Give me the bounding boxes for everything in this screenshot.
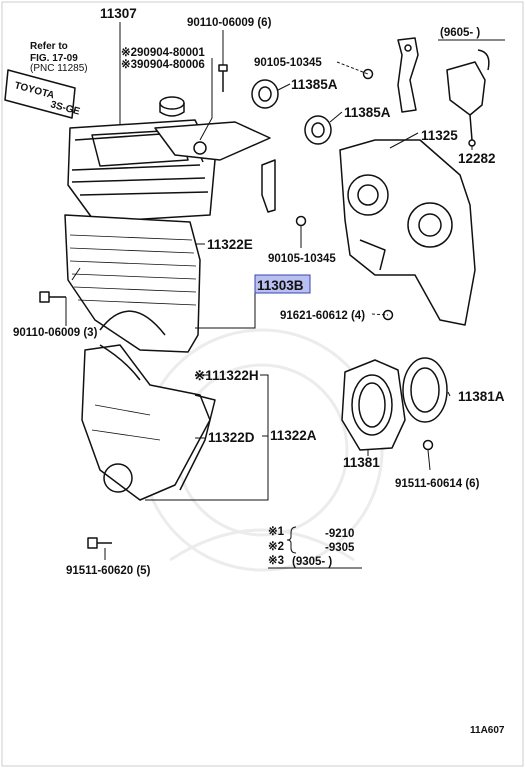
refer-line-3: (PNC 11285) <box>30 63 88 74</box>
date-bracket: (9605- ) <box>440 27 480 39</box>
label-390904-80006: ※390904-80006 <box>121 58 205 71</box>
legend-range-2: -9305 <box>325 542 355 554</box>
refer-line-1: Refer to <box>30 41 68 52</box>
cover-plate <box>154 121 271 161</box>
legend-range-1: -9210 <box>325 528 354 540</box>
legend-mark-2: ※2 <box>268 540 284 553</box>
oil-seal-retainer-11381 <box>341 359 406 451</box>
legend: ※1 ※2 ※3 -9210 -9305 (9305- ) <box>268 525 362 569</box>
bolt-90110-06009-top <box>218 64 228 92</box>
legend-range-3: (9305- ) <box>292 556 332 568</box>
cap-90904 <box>159 96 185 117</box>
small-bracket <box>261 159 276 213</box>
nut-90105-lower <box>295 215 307 227</box>
label-90110-06009-3: 90110-06009 (3) <box>13 327 98 339</box>
timing-belt-cover-lower-11322D <box>81 344 216 501</box>
bolt-91511-60614 <box>422 439 434 451</box>
label-11381A: 11381A <box>458 389 505 404</box>
label-11325: 11325 <box>421 128 458 143</box>
label-11303B: 11303B <box>257 278 304 293</box>
legend-mark-3: ※3 <box>268 554 284 567</box>
label-91621-60612: 91621-60612 (4) <box>280 310 365 322</box>
timing-belt-plate-11325 <box>339 139 476 326</box>
engine-hanger-bracket <box>397 37 419 113</box>
oil-seal-11385A-lower <box>304 115 332 145</box>
label-11381: 11381 <box>343 455 380 470</box>
bolt-90110-06009-left <box>39 291 66 303</box>
oil-seal-11385A-upper <box>251 79 279 109</box>
label-12282: 12282 <box>458 151 496 166</box>
legend-mark-1: ※1 <box>268 525 285 538</box>
highlight-11303B <box>254 274 311 294</box>
timing-belt-cover-upper-11322E <box>64 214 201 353</box>
refer-line-2: FIG. 17-09 <box>30 53 78 64</box>
figure-code: 11A607 <box>470 725 505 736</box>
label-91511-60620: 91511-60620 (5) <box>66 565 151 577</box>
label-90105-10345-lower: 90105-10345 <box>268 253 336 265</box>
label-11322E: 11322E <box>207 237 253 252</box>
refer-sticker: TOYOTA 3S-GE <box>4 69 81 119</box>
label-11322A: 11322A <box>270 428 317 443</box>
oil-seal-11381A <box>402 357 448 423</box>
label-11322D: 11322D <box>208 430 255 445</box>
bolt-91511-60620 <box>87 537 112 549</box>
label-90105-10345-top: 90105-10345 <box>254 57 322 69</box>
leader-lines <box>65 22 473 560</box>
bracket-12282 <box>446 49 490 147</box>
legend-brace <box>286 526 297 554</box>
label-11385A-upper: 11385A <box>291 77 338 92</box>
label-11307: 11307 <box>100 6 137 21</box>
label-90110-06009-6: 90110-06009 (6) <box>187 17 272 29</box>
label-11322H: ※111322H <box>194 368 259 383</box>
label-91511-60614: 91511-60614 (6) <box>395 478 480 490</box>
nut-90105-top <box>362 68 374 80</box>
label-290904-80001: ※290904-80001 <box>121 46 205 59</box>
label-11385A-lower: 11385A <box>344 105 391 120</box>
